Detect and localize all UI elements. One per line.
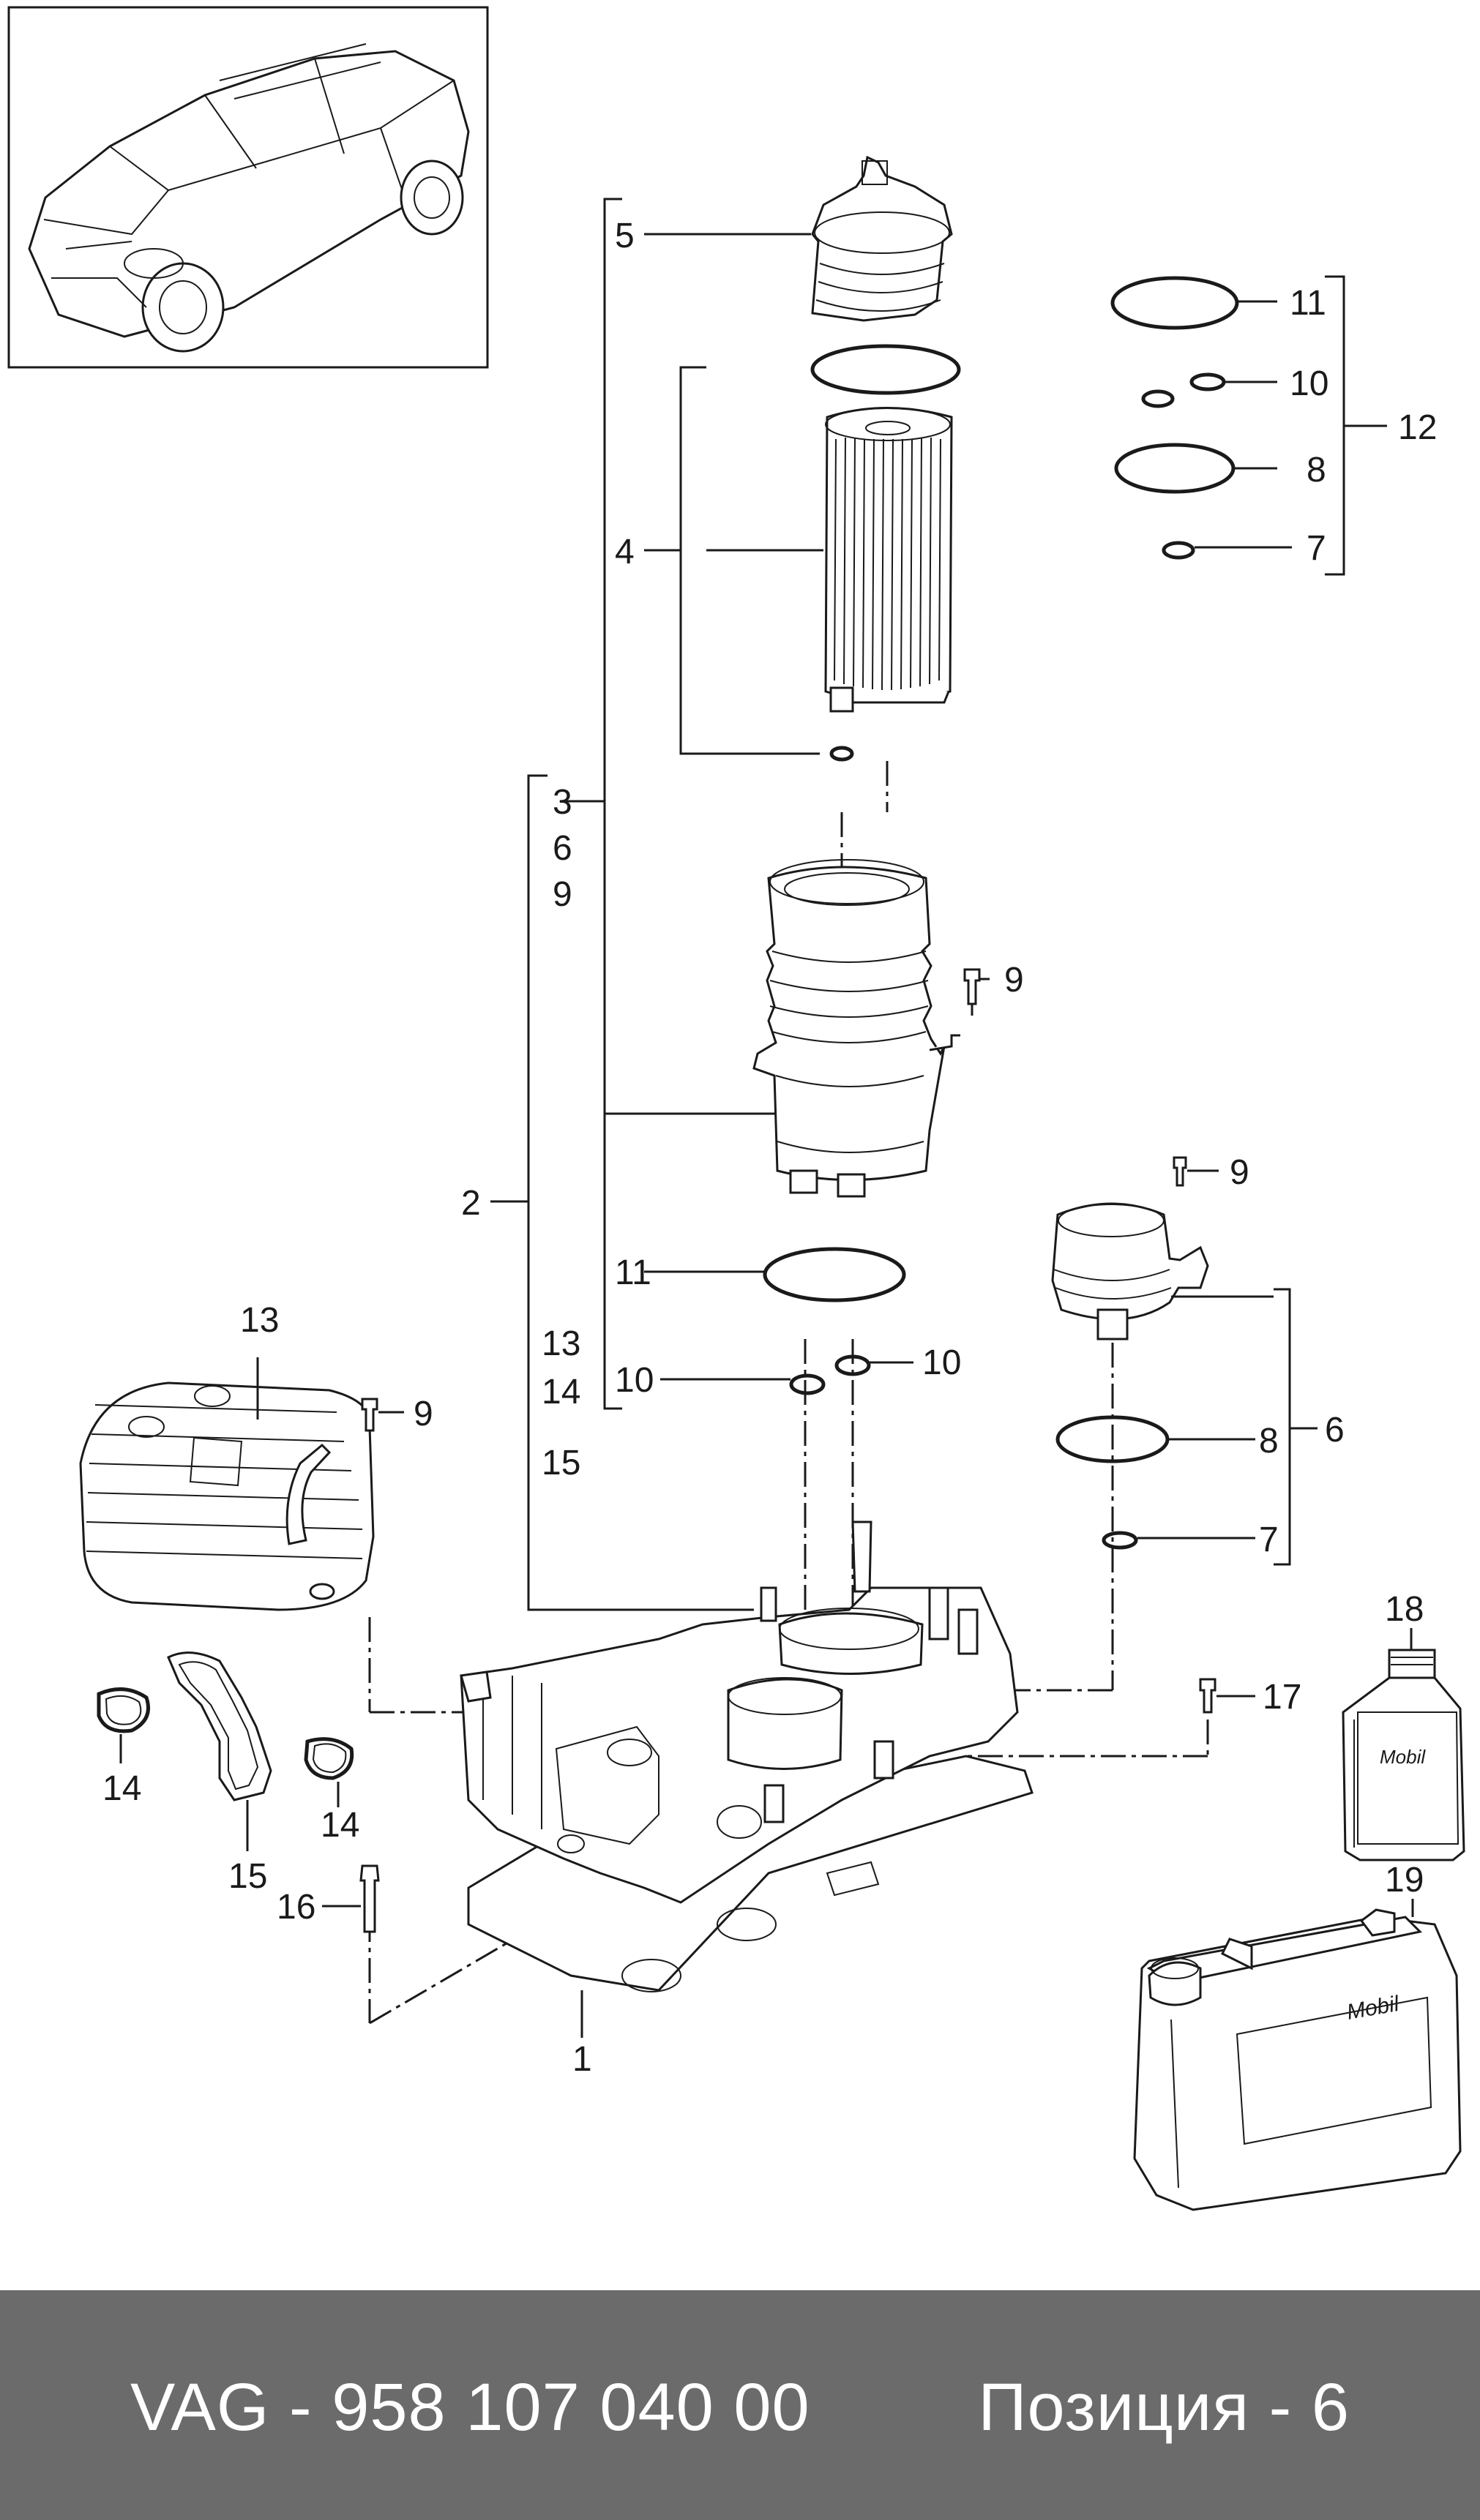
vehicle-thumbnail xyxy=(7,6,489,369)
callout-11-housing: 11 xyxy=(615,1253,651,1292)
callout-10-left: 10 xyxy=(615,1361,654,1400)
filter-cap xyxy=(644,155,953,322)
oil-filter-bracket-base xyxy=(460,1520,1034,2038)
callout-13-side: 13 xyxy=(542,1324,580,1363)
part-number: VAG - 958 107 040 00 xyxy=(130,2370,810,2445)
callout-9-valve: 9 xyxy=(1230,1153,1249,1192)
callout-15-gasket: 15 xyxy=(228,1857,267,1896)
bottle-brand-label: Mobil xyxy=(1380,1746,1426,1768)
callout-17: 17 xyxy=(1263,1678,1301,1717)
callout-1: 1 xyxy=(572,2040,592,2079)
oil-bottle: Mobil xyxy=(1342,1628,1465,1861)
callout-2: 2 xyxy=(461,1184,481,1223)
callout-10-right: 10 xyxy=(922,1343,961,1382)
callout-18: 18 xyxy=(1385,1590,1424,1629)
callout-16: 16 xyxy=(277,1888,315,1927)
assembly-brackets xyxy=(490,198,1387,1611)
callout-4: 4 xyxy=(615,533,635,571)
filter-housing xyxy=(752,859,981,1198)
callout-8-valve: 8 xyxy=(1259,1422,1279,1460)
position-label: Позиция - 6 xyxy=(978,2370,1350,2445)
callout-7-kit: 7 xyxy=(1307,529,1326,568)
callout-labels: 5 4 3 6 9 2 11 13 14 15 10 10 9 11 10 12… xyxy=(102,217,1437,2079)
callout-11-kit: 11 xyxy=(1290,284,1326,323)
callout-15-side: 15 xyxy=(542,1444,580,1482)
oil-cooler xyxy=(79,1357,404,1611)
pressure-valve xyxy=(1051,1156,1274,1550)
callout-9-housing: 9 xyxy=(1004,961,1024,1000)
filter-element xyxy=(810,344,961,762)
callout-3: 3 xyxy=(553,783,572,822)
bolt-9-housing xyxy=(963,968,990,1005)
callout-8-kit: 8 xyxy=(1307,451,1326,490)
oil-canister: Mobil xyxy=(1133,1899,1462,2211)
callout-14-side: 14 xyxy=(542,1373,580,1411)
callout-12: 12 xyxy=(1398,408,1437,447)
callout-5: 5 xyxy=(615,217,635,255)
callout-9-cooler: 9 xyxy=(414,1395,433,1433)
bolts xyxy=(322,1678,1255,1933)
callout-7-valve: 7 xyxy=(1259,1520,1279,1559)
callout-6-valve: 6 xyxy=(1325,1411,1345,1450)
callout-13-cooler: 13 xyxy=(240,1301,279,1340)
callout-6-top: 6 xyxy=(553,829,572,868)
callout-10-kit: 10 xyxy=(1290,364,1328,403)
exploded-parts-diagram: Mobil Mobil 5 4 3 6 9 2 11 13 14 15 10 1… xyxy=(7,6,1465,2211)
callout-19: 19 xyxy=(1385,1861,1424,1900)
cooler-gaskets xyxy=(97,1651,354,1851)
housing-seals xyxy=(644,1247,913,1395)
callout-9-top: 9 xyxy=(553,875,572,914)
seal-kit-rings xyxy=(1110,276,1292,560)
callout-14-left: 14 xyxy=(102,1769,141,1808)
callout-14-right: 14 xyxy=(321,1806,359,1845)
footer-bar: VAG - 958 107 040 00 Позиция - 6 xyxy=(0,2290,1480,2520)
